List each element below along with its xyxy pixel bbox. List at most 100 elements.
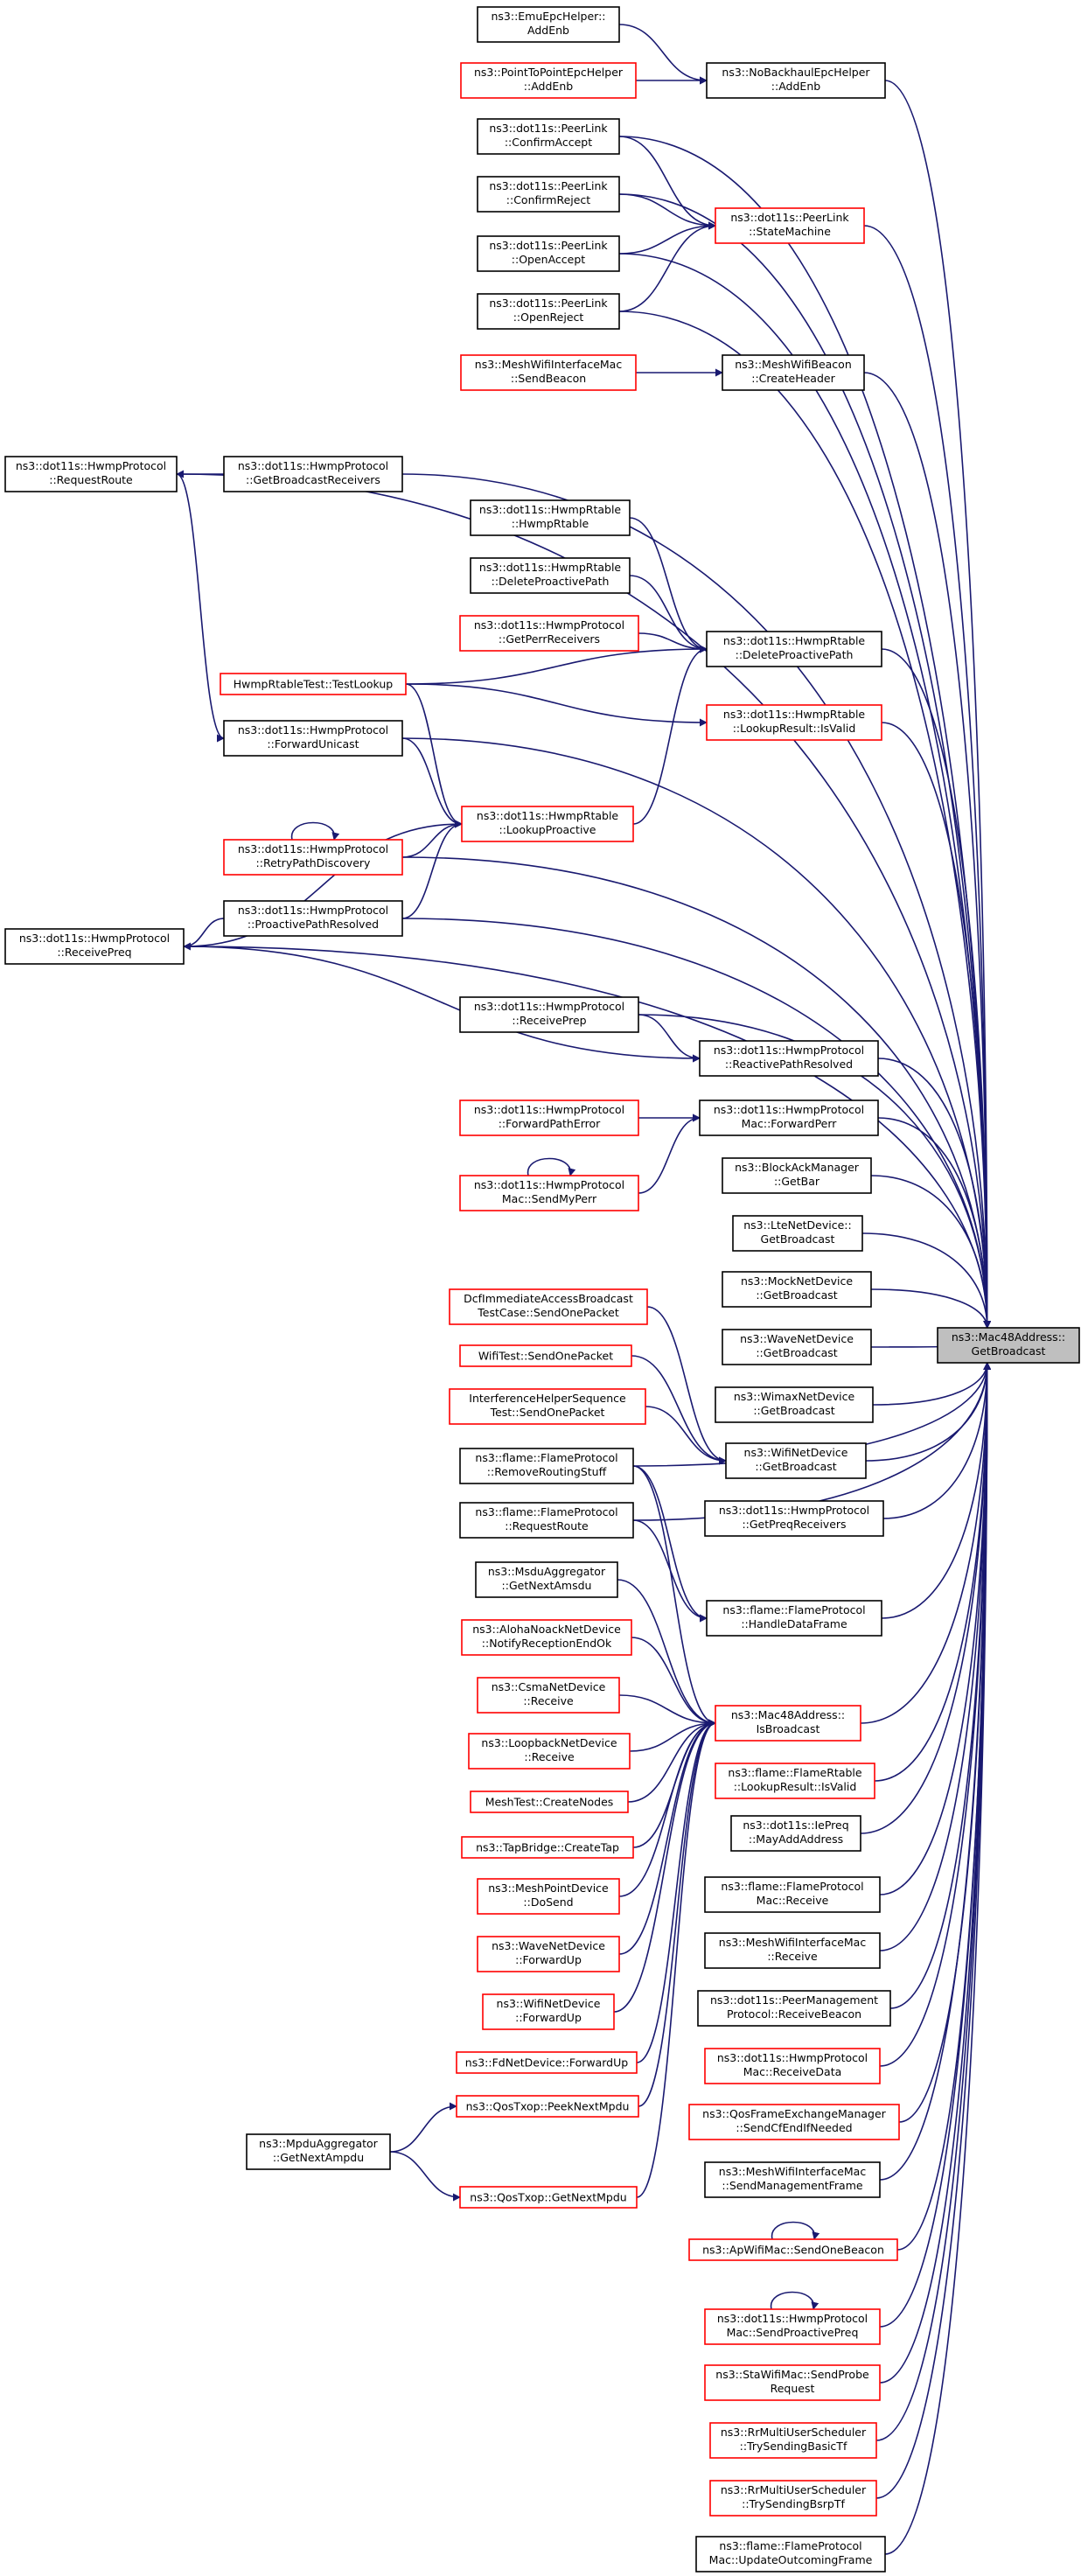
function-node[interactable]: ns3::WimaxNetDevice::GetBroadcast [715,1386,874,1423]
call-edge [618,24,708,85]
function-node[interactable]: ns3::dot11s::HwmpProtocolMac::SendProact… [704,2308,881,2345]
function-node[interactable]: ns3::dot11s::HwmpProtocol::GetBroadcastR… [223,456,403,492]
function-node[interactable]: ns3::WaveNetDevice::ForwardUp [477,1936,620,1972]
node-label: ns3::dot11s::HwmpProtocol [717,2051,868,2064]
function-node[interactable]: ns3::dot11s::PeerLink::OpenAccept [477,235,620,272]
node-box [725,1442,867,1479]
function-node[interactable]: ns3::MeshWifiInterfaceMac::SendManagemen… [704,2161,881,2198]
function-node[interactable]: ns3::FdNetDevice::ForwardUp [456,2051,638,2074]
function-node[interactable]: InterferenceHelperSequenceTest::SendOneP… [449,1388,646,1425]
node-label: ::GetBar [774,1175,820,1188]
node-label: ns3::dot11s::HwmpRtable [723,708,866,721]
node-box [461,806,634,842]
function-node[interactable]: WifiTest::SendOnePacket [459,1344,632,1367]
function-node[interactable]: HwmpRtableTest::TestLookup [220,673,407,695]
node-label: ns3::flame::FlameProtocol [475,1451,617,1464]
function-node[interactable]: ns3::MpduAggregator::GetNextAmpdu [246,2133,391,2170]
function-node[interactable]: ns3::dot11s::IePreq::MayAddAddress [730,1815,861,1852]
node-box [688,2238,898,2261]
function-node[interactable]: ns3::flame::FlameProtocolMac::UpdateOutc… [695,2536,886,2573]
node-box [722,1271,872,1308]
call-edge [629,517,708,653]
function-node[interactable]: ns3::dot11s::HwmpProtocol::RetryPathDisc… [223,839,403,876]
function-node[interactable]: ns3::dot11s::HwmpRtable::HwmpRtable [470,499,631,536]
node-label: ns3::TapBridge::CreateTap [476,1841,619,1854]
node-label: ns3::flame::FlameProtocol [722,1603,865,1616]
function-node[interactable]: ns3::dot11s::PeerLink::StateMachine [715,207,865,244]
function-node[interactable]: ns3::flame::FlameProtocol::RequestRoute [459,1502,634,1539]
function-node[interactable]: ns3::dot11s::HwmpProtocol::ReceivePrep [459,996,639,1033]
function-node[interactable]: ns3::dot11s::HwmpRtable::LookupProactive [461,806,634,842]
function-node[interactable]: ns3::LoopbackNetDevice::Receive [468,1733,631,1770]
function-node[interactable]: DcfImmediateAccessBroadcastTestCase::Sen… [449,1288,648,1325]
node-box [223,900,403,937]
function-node[interactable]: ns3::MeshWifiInterfaceMac::Receive [704,1932,881,1969]
function-node[interactable]: ns3::dot11s::HwmpRtable::DeleteProactive… [470,557,631,594]
function-node[interactable]: MeshTest::CreateNodes [470,1791,629,1813]
function-node[interactable]: ns3::AlohaNoackNetDevice::NotifyReceptio… [461,1619,632,1656]
function-node[interactable]: ns3::EmuEpcHelper::AddEnb [477,6,620,43]
function-node[interactable]: ns3::Mac48Address::IsBroadcast [715,1705,861,1742]
function-node[interactable]: ns3::WifiNetDevice::ForwardUp [482,1993,615,2030]
function-node[interactable]: ns3::dot11s::HwmpProtocol::ProactivePath… [223,900,403,937]
function-node[interactable]: ns3::dot11s::HwmpProtocol::GetPerrReceiv… [459,615,639,652]
function-node[interactable]: ns3::flame::FlameRtable::LookupResult::I… [715,1763,875,1799]
function-node[interactable]: ns3::QosTxop::PeekNextMpdu [456,2095,639,2118]
function-node[interactable]: ns3::WifiNetDevice::GetBroadcast [725,1442,867,1479]
node-box [704,2364,881,2401]
node-box [477,1677,620,1714]
node-box [695,2536,886,2573]
function-node[interactable]: ns3::NoBackhaulEpcHelper::AddEnb [706,62,886,99]
function-node[interactable]: ns3::MockNetDevice::GetBroadcast [722,1271,872,1308]
function-node[interactable]: ns3::dot11s::HwmpProtocol::RequestRoute [4,456,178,492]
function-node[interactable]: ns3::QosFrameExchangeManager::SendCfEndI… [688,2104,900,2140]
function-node[interactable]: ns3::dot11s::HwmpRtable::DeleteProactive… [706,631,882,667]
function-node[interactable]: ns3::MeshWifiInterfaceMac::SendBeacon [460,354,637,391]
function-node[interactable]: ns3::ApWifiMac::SendOneBeacon [688,2238,898,2261]
node-label: ::NotifyReceptionEndOk [482,1637,612,1650]
function-node[interactable]: ns3::dot11s::HwmpProtocol::GetPreqReceiv… [704,1500,884,1537]
node-box [937,1327,1080,1364]
function-node[interactable]: ns3::MeshWifiBeacon::CreateHeader [722,354,865,391]
function-node[interactable]: ns3::QosTxop::GetNextMpdu [459,2186,638,2209]
call-edge [618,1719,716,1897]
function-node[interactable]: ns3::flame::FlameProtocol::RemoveRouting… [459,1448,634,1484]
function-node[interactable]: ns3::RrMultiUserScheduler::TrySendingBas… [709,2422,877,2459]
function-node[interactable]: ns3::MsduAggregator::GetNextAmsdu [475,1561,618,1598]
function-node[interactable]: ns3::dot11s::HwmpRtable::LookupResult::I… [706,704,882,741]
node-label: ::HwmpRtable [512,517,589,530]
node-label: ns3::dot11s::HwmpRtable [479,561,622,574]
function-node[interactable]: ns3::dot11s::HwmpProtocol::ReceivePreq [4,928,185,965]
function-node[interactable]: ns3::dot11s::PeerLink::OpenReject [477,293,620,330]
node-box [4,928,185,965]
function-node[interactable]: ns3::dot11s::PeerLink::ConfirmAccept [477,118,620,155]
function-node[interactable]: ns3::RrMultiUserScheduler::TrySendingBsr… [709,2480,877,2517]
node-label: ns3::dot11s::IePreq [743,1819,848,1832]
node-box [449,1388,646,1425]
node-label: ns3::dot11s::PeerLink [489,122,608,135]
function-node[interactable]: ns3::TapBridge::CreateTap [461,1836,634,1859]
function-node[interactable]: ns3::dot11s::HwmpProtocol::ForwardUnicas… [223,720,403,757]
function-node[interactable]: ns3::dot11s::PeerManagementProtocol::Rec… [697,1990,891,2027]
function-node[interactable]: ns3::LteNetDevice::GetBroadcast [732,1215,863,1252]
function-node[interactable]: ns3::dot11s::HwmpProtocol::ReactivePathR… [699,1040,879,1077]
function-node[interactable]: ns3::MeshPointDevice::DoSend [477,1878,620,1915]
node-label: ns3::dot11s::HwmpProtocol [238,459,388,472]
call-edge [881,1362,992,1619]
function-node[interactable]: ns3::BlockAckManager::GetBar [722,1157,872,1194]
call-edge [882,1362,992,1519]
function-node[interactable]: ns3::WaveNetDevice::GetBroadcast [722,1329,872,1365]
function-node[interactable]: ns3::CsmaNetDevice::Receive [477,1677,620,1714]
call-edge [629,575,708,653]
function-node[interactable]: ns3::dot11s::PeerLink::ConfirmReject [477,176,620,213]
function-node[interactable]: ns3::flame::FlameProtocol::HandleDataFra… [706,1600,882,1637]
call-edge [860,1362,992,1724]
function-node[interactable]: ns3::dot11s::HwmpProtocol::ForwardPathEr… [459,1100,639,1136]
function-node[interactable]: ns3::dot11s::HwmpProtocolMac::ForwardPer… [699,1100,879,1136]
function-node[interactable]: ns3::dot11s::HwmpProtocolMac::ReceiveDat… [704,2048,881,2084]
function-node[interactable]: ns3::PointToPointEpcHelper::AddEnb [460,62,637,99]
node-label: Mac::ForwardPerr [742,1117,838,1130]
